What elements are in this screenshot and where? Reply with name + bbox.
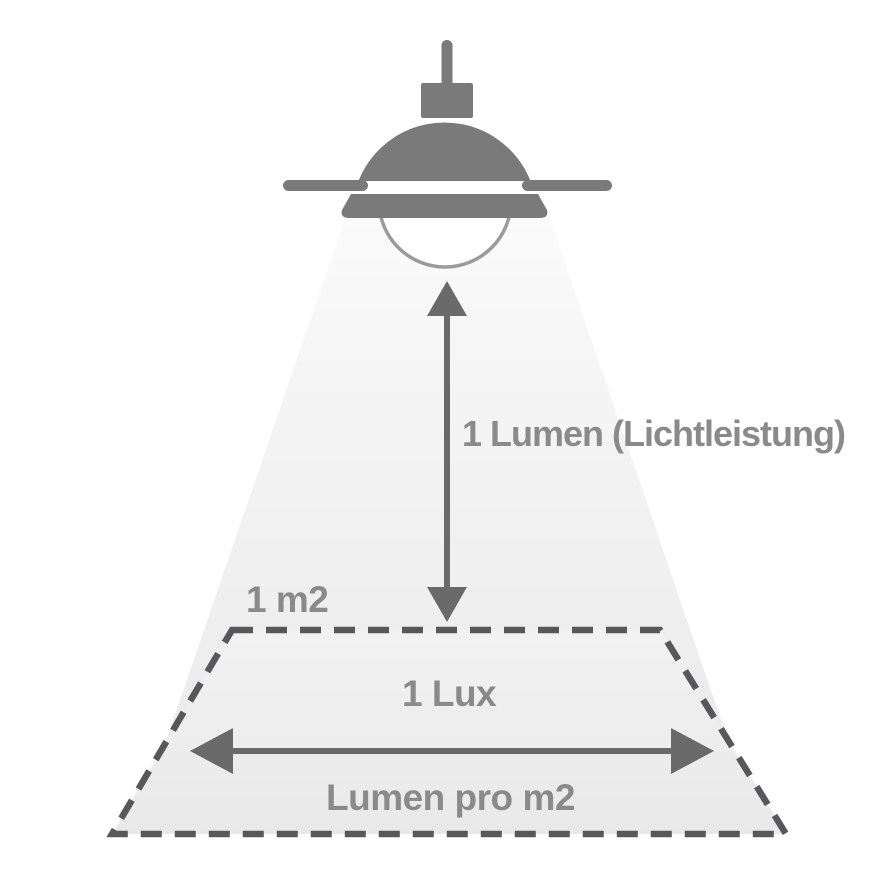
lumen-label: 1 Lumen (Lichtleistung) — [462, 413, 846, 454]
lamp-bar-right — [522, 180, 612, 191]
vertical-arrow-head-bottom — [427, 587, 467, 622]
double-arrow-vertical-icon — [427, 281, 467, 622]
floor-area-outline — [106, 626, 792, 838]
horizontal-arrow-head-right — [671, 728, 714, 774]
lumen-per-m2-label: Lumen pro m2 — [326, 777, 575, 818]
lamp-bar-left — [283, 180, 368, 191]
double-arrow-horizontal-icon — [190, 728, 714, 774]
lamp-cord — [441, 40, 453, 92]
pendant-lamp-icon — [272, 40, 618, 269]
area-label: 1 m2 — [246, 579, 329, 620]
horizontal-arrow-head-left — [190, 728, 233, 774]
lamp-socket — [421, 83, 473, 118]
lamp-skirt — [341, 194, 548, 218]
vertical-arrow-head-top — [427, 281, 467, 316]
lux-label: 1 Lux — [402, 673, 497, 714]
